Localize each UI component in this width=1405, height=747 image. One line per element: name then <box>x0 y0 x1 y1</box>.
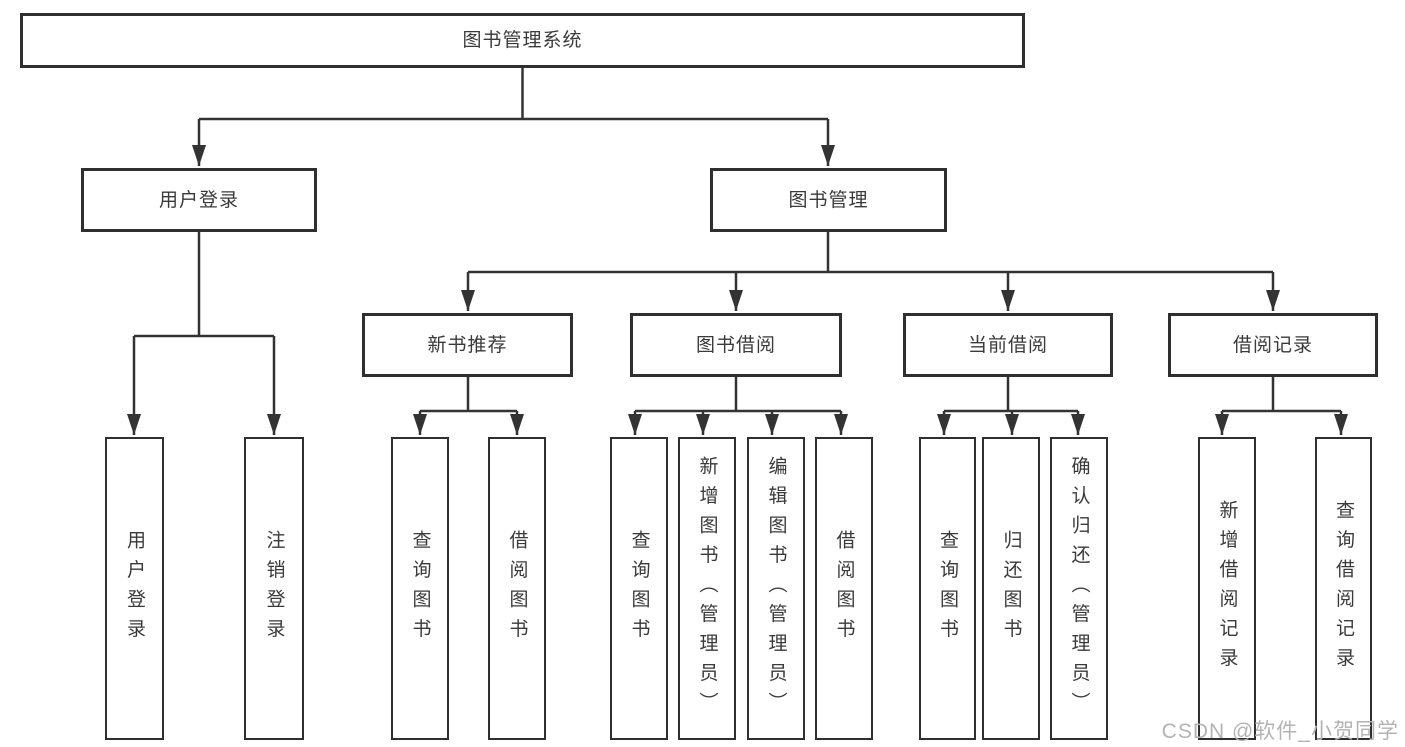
node-new-book-recommendation: 新书推荐 <box>362 313 573 377</box>
leaf-query-books-current-label: 查询图书 <box>937 529 958 648</box>
leaf-query-books-recommend: 查询图书 <box>391 437 449 740</box>
leaf-query-borrow-record: 查询借阅记录 <box>1315 437 1372 740</box>
leaf-confirm-return-admin: 确认归还（管理员） <box>1050 437 1108 740</box>
leaf-borrow-books-borrowing-label: 借阅图书 <box>833 529 855 648</box>
leaf-logout: 注销登录 <box>244 437 304 740</box>
node-library-management-system: 图书管理系统 <box>20 13 1025 68</box>
node-user-login: 用户登录 <box>81 168 317 232</box>
leaf-edit-book-admin-label: 编辑图书（管理员） <box>765 455 787 722</box>
leaf-logout-label: 注销登录 <box>263 529 285 648</box>
leaf-user-login-label: 用户登录 <box>124 529 145 648</box>
leaf-edit-book-admin: 编辑图书（管理员） <box>747 437 805 740</box>
leaf-borrow-books-recommend-label: 借阅图书 <box>506 529 528 648</box>
leaf-user-login: 用户登录 <box>105 437 164 740</box>
leaf-query-books-borrowing-label: 查询图书 <box>628 529 650 648</box>
node-book-management: 图书管理 <box>710 168 947 232</box>
leaf-return-book: 归还图书 <box>982 437 1040 740</box>
leaf-query-borrow-record-label: 查询借阅记录 <box>1333 500 1354 677</box>
csdn-watermark: CSDN @软件_小贺同学 <box>1161 720 1399 743</box>
leaf-borrow-books-recommend: 借阅图书 <box>488 437 546 740</box>
leaf-add-borrow-record-label: 新增借阅记录 <box>1216 500 1238 677</box>
node-borrowing-records: 借阅记录 <box>1168 313 1378 377</box>
leaf-query-books-recommend-label: 查询图书 <box>409 529 431 648</box>
leaf-add-book-admin: 新增图书（管理员） <box>678 437 736 740</box>
leaf-query-books-current: 查询图书 <box>919 437 976 740</box>
leaf-return-book-label: 归还图书 <box>1000 529 1022 648</box>
leaf-add-borrow-record: 新增借阅记录 <box>1198 437 1256 740</box>
node-book-borrowing: 图书借阅 <box>630 313 842 377</box>
node-current-borrowing: 当前借阅 <box>903 313 1113 377</box>
leaf-add-book-admin-label: 新增图书（管理员） <box>696 455 718 722</box>
leaf-confirm-return-admin-label: 确认归还（管理员） <box>1068 455 1090 722</box>
leaf-query-books-borrowing: 查询图书 <box>610 437 668 740</box>
leaf-borrow-books-borrowing: 借阅图书 <box>815 437 873 740</box>
